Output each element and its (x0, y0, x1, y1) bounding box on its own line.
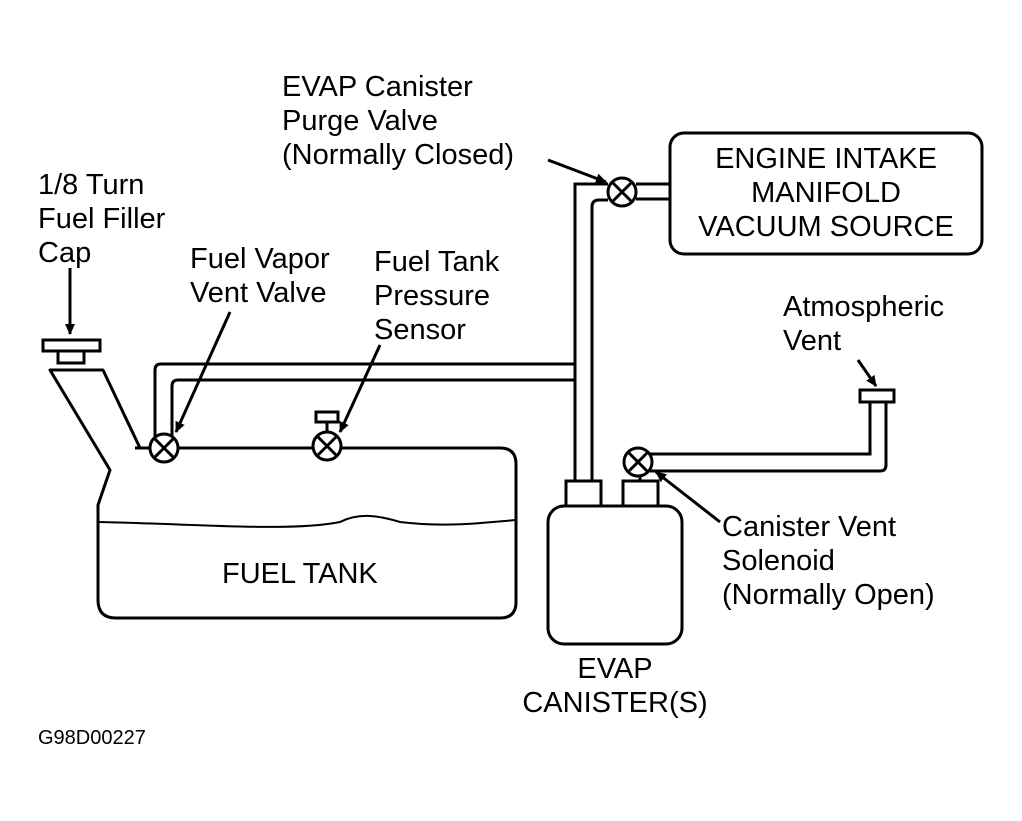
arrow-atmospheric-vent (856, 359, 878, 387)
purge-valve-icon (606, 176, 638, 208)
fuel-tank-body (48, 368, 518, 620)
filler-cap-neck (56, 349, 86, 365)
engine-intake-label: ENGINE INTAKE MANIFOLD VACUUM SOURCE (698, 143, 954, 243)
vapor-line-inner (170, 378, 575, 440)
fuel-level-line (97, 515, 517, 528)
arrow-vent-solenoid (655, 470, 721, 524)
engine-intake-box (668, 131, 984, 256)
fuel-vapor-vent-valve-icon (148, 432, 180, 464)
vent-solenoid-icon (622, 446, 654, 478)
vent-solenoid-label: Canister Vent Solenoid (Normally Open) (722, 511, 935, 611)
canister-port-left (564, 479, 603, 508)
evap-canister-body (546, 504, 684, 646)
arrow-pressure-sensor (338, 344, 382, 433)
filler-cap-top (41, 338, 102, 353)
purge-line-outer (573, 182, 608, 364)
purge-valve-label: EVAP Canister Purge Valve (Normally Clos… (282, 71, 515, 171)
arrow-purge-valve (547, 158, 607, 184)
fuel-tank-label: FUEL TANK (222, 558, 378, 590)
vapor-vent-valve-label: Fuel Vapor Vent Valve (190, 243, 330, 309)
figure-code: G98D00227 (38, 727, 146, 749)
vapor-line-outer (153, 362, 577, 480)
vent-line-inner (650, 402, 888, 473)
pressure-sensor-label: Fuel Tank Pressure Sensor (374, 246, 500, 346)
vent-line-outer (650, 402, 872, 456)
pressure-sensor-icon (311, 410, 343, 462)
atmospheric-vent-cap (858, 388, 896, 404)
atmospheric-vent-label: Atmospheric Vent (783, 291, 945, 357)
canister-port-right (621, 479, 660, 508)
filler-cap-label: 1/8 Turn Fuel Filler Cap (38, 169, 166, 269)
purge-line-inner (590, 198, 608, 480)
evap-canister-label: EVAP CANISTER(S) (522, 653, 708, 719)
arrow-vapor-vent-valve (174, 311, 232, 433)
